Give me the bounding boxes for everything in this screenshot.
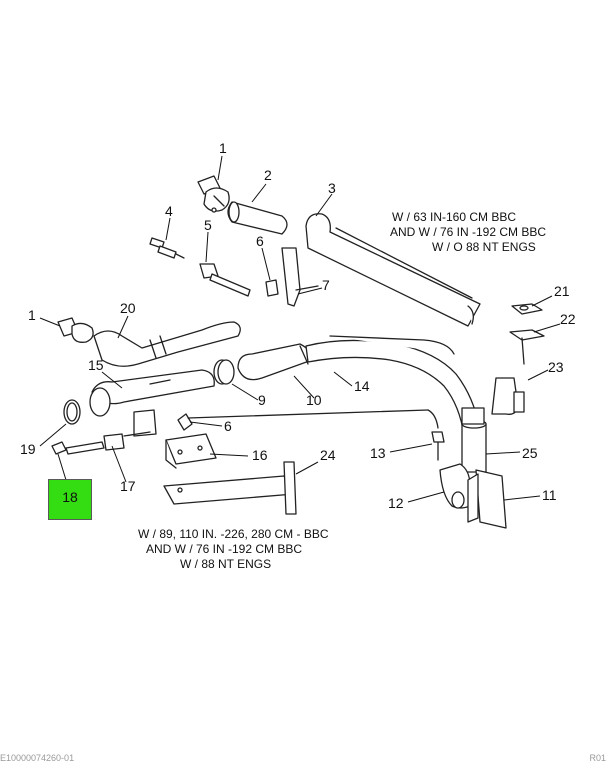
callouts: 1 2 3 4 5 6 7 20 1 21 22 15 14 23 9 10 1…	[20, 140, 576, 511]
part-24-bracket	[163, 461, 297, 515]
callout-16[interactable]: 16	[252, 447, 268, 463]
note-top-line-1: W / 63 IN-160 CM BBC	[392, 210, 516, 224]
part-15-tank-tube	[89, 369, 215, 437]
part-1-top-cap	[197, 175, 230, 213]
highlighted-part-callout[interactable]	[48, 479, 92, 520]
part-16-bracket	[165, 433, 217, 469]
note-bottom-line-2: AND W / 76 IN -192 CM BBC	[146, 542, 302, 556]
part-9-clamp	[213, 359, 235, 385]
callout-13[interactable]: 13	[370, 445, 386, 461]
callout-12[interactable]: 12	[388, 495, 404, 511]
highlighted-part-label[interactable]: 18	[62, 489, 78, 505]
callout-24[interactable]: 24	[320, 447, 336, 463]
note-top-line-3: W / O 88 NT ENGS	[432, 240, 536, 254]
note-top: W / 63 IN-160 CM BBC AND W / 76 IN -192 …	[390, 210, 546, 254]
part-1-left-cap	[57, 317, 94, 343]
part-5-connector-tube	[199, 263, 251, 297]
leader-lines	[39, 155, 561, 503]
callout-11[interactable]: 11	[542, 487, 557, 503]
callout-4[interactable]: 4	[165, 203, 173, 219]
part-13-fitting	[431, 431, 445, 461]
callout-2[interactable]: 2	[264, 167, 272, 183]
part-4-fitting	[149, 237, 185, 259]
note-bottom-line-1: W / 89, 110 IN. -226, 280 CM - BBC	[138, 527, 329, 541]
part-7-bracket	[281, 247, 319, 307]
callout-9[interactable]: 9	[258, 392, 266, 408]
part-2-hose-short	[227, 201, 288, 235]
part-12-adapter	[439, 463, 471, 509]
callout-23[interactable]: 23	[548, 359, 564, 375]
footer-page: R01	[589, 753, 606, 763]
note-bottom-line-3: W / 88 NT ENGS	[180, 557, 271, 571]
part-3-tank-pipe-upper	[305, 213, 481, 327]
callout-14[interactable]: 14	[354, 378, 370, 394]
part-20-filler-neck	[93, 321, 241, 367]
callout-19[interactable]: 19	[20, 441, 36, 457]
part-22-plate	[509, 329, 545, 365]
callout-25[interactable]: 25	[522, 445, 538, 461]
part-6-clamp-top	[265, 279, 279, 297]
callout-15[interactable]: 15	[88, 357, 104, 373]
part-10-hose	[237, 343, 313, 381]
footer-code: E10000074260-01	[0, 753, 75, 761]
note-top-line-2: AND W / 76 IN -192 CM BBC	[390, 225, 546, 239]
part-6-clamp-lower	[177, 409, 439, 431]
callout-1-left[interactable]: 1	[28, 307, 36, 323]
callout-7[interactable]: 7	[322, 277, 330, 293]
note-bottom: W / 89, 110 IN. -226, 280 CM - BBC AND W…	[138, 527, 329, 571]
part-17-sender	[65, 431, 151, 455]
callout-22[interactable]: 22	[560, 311, 576, 327]
part-25-coupling	[461, 407, 487, 473]
part-19-ring	[63, 399, 81, 425]
part-21-gasket	[511, 303, 543, 315]
callout-17[interactable]: 17	[120, 478, 136, 494]
part-11-flange	[467, 469, 507, 529]
callout-6-top[interactable]: 6	[256, 233, 264, 249]
part-18-cap	[51, 441, 67, 455]
callout-6-lower[interactable]: 6	[224, 418, 232, 434]
part-23-elbow	[491, 377, 525, 415]
callout-21[interactable]: 21	[554, 283, 570, 299]
callout-3[interactable]: 3	[328, 180, 336, 196]
callout-5[interactable]: 5	[204, 217, 212, 233]
part-14-main-pipe	[305, 335, 481, 437]
callout-10[interactable]: 10	[306, 392, 322, 408]
callout-20[interactable]: 20	[120, 300, 136, 316]
callout-1-top[interactable]: 1	[219, 140, 227, 156]
